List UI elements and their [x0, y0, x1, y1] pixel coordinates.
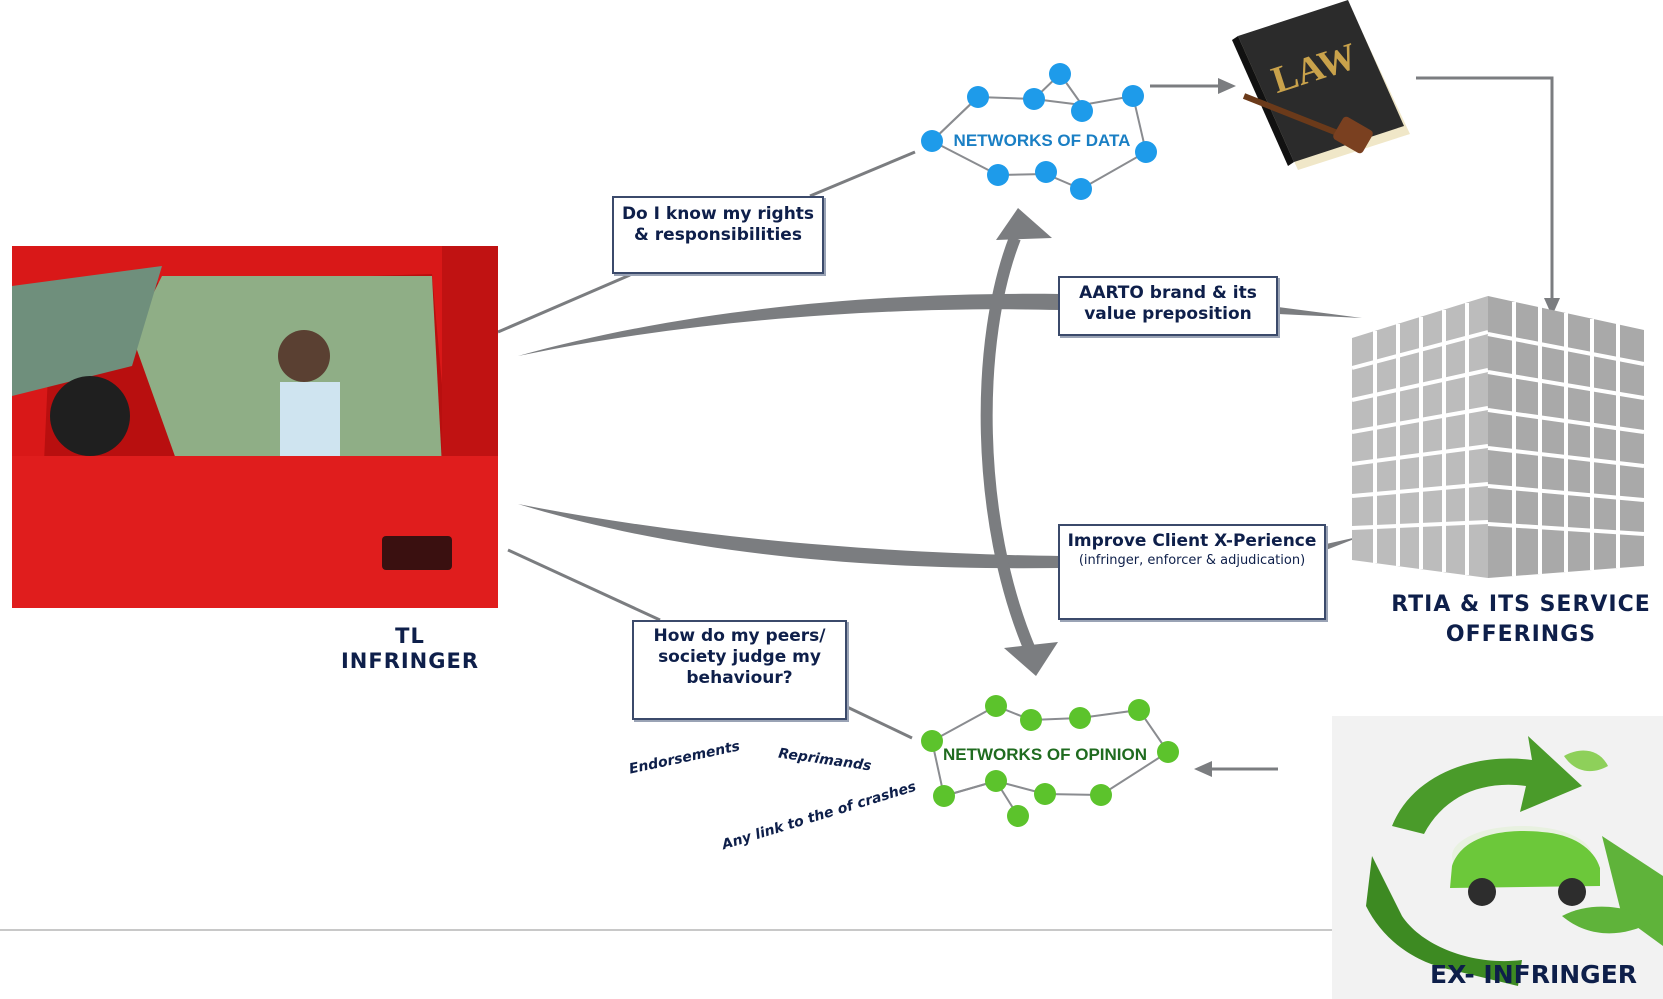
curved-double-arrow [980, 235, 1036, 653]
arrowhead-up [996, 208, 1052, 240]
networks-of-opinion: NETWORKS OF OPINION [921, 695, 1179, 827]
arrowhead-rtia [1544, 298, 1560, 316]
ex-infringer-graphic [1332, 716, 1663, 999]
peers-question-box: How do my peers/ society judge my behavi… [632, 620, 847, 720]
opinion-node [1128, 699, 1150, 721]
client-experience-text: Improve Client X-Perience [1067, 531, 1317, 551]
brand-box: AARTO brand & its value preposition [1058, 276, 1278, 336]
connector-peers-opinion [844, 704, 913, 740]
opinion-node [1069, 707, 1091, 729]
opinion-node [1034, 783, 1056, 805]
arrowhead-law [1218, 78, 1236, 94]
brand-box-text: AARTO brand & its value preposition [1079, 283, 1257, 324]
data-node [1035, 161, 1057, 183]
networks-of-opinion-label: NETWORKS OF OPINION [943, 745, 1147, 764]
arrow-law-to-rtia [1416, 76, 1554, 302]
rights-question-text: Do I know my rights & responsibilities [621, 204, 815, 245]
recycle-car-icon [1366, 736, 1663, 986]
peers-question-text: How do my peers/ society judge my behavi… [653, 626, 826, 688]
data-node [1049, 63, 1071, 85]
connector-rights-data [809, 150, 916, 198]
data-node [1135, 141, 1157, 163]
connector-car-peers [507, 548, 661, 622]
law-book-icon: LAW [1232, 0, 1410, 170]
data-node [967, 86, 989, 108]
networks-of-data-label: NETWORKS OF DATA [954, 131, 1131, 150]
data-node [1071, 100, 1093, 122]
connector-car-rights [497, 273, 631, 334]
data-node [1070, 178, 1092, 200]
rtia-label: RTIA & ITS SERVICE OFFERINGS [1391, 592, 1651, 647]
data-node [1122, 85, 1144, 107]
infringer-label: TL INFRINGER [340, 624, 480, 673]
data-node [1023, 88, 1045, 110]
opinion-node [1157, 741, 1179, 763]
band-brand [518, 293, 1060, 356]
opinion-node [1020, 709, 1042, 731]
opinion-node [933, 785, 955, 807]
band-client [518, 504, 1060, 569]
data-node [921, 130, 943, 152]
ex-infringer-label: EX- INFRINGER [1430, 960, 1638, 989]
rtia-building-icon [1351, 296, 1645, 578]
band-brand-tail [1278, 307, 1362, 318]
rights-question-box: Do I know my rights & responsibilities [612, 196, 824, 274]
client-experience-box: Improve Client X-Perience (infringer, en… [1058, 524, 1326, 620]
networks-of-data: NETWORKS OF DATA [921, 63, 1157, 200]
arrowhead-opinion [1194, 761, 1212, 777]
data-node [987, 164, 1009, 186]
car-illustration [12, 246, 498, 608]
opinion-node [921, 730, 943, 752]
opinion-node [985, 770, 1007, 792]
infringer-car-photo: gettyimages [12, 246, 498, 608]
opinion-node [1007, 805, 1029, 827]
opinion-node [1090, 784, 1112, 806]
client-experience-subtext: (infringer, enforcer & adjudication) [1078, 553, 1306, 568]
opinion-node [985, 695, 1007, 717]
arrowhead-down [1004, 642, 1058, 676]
